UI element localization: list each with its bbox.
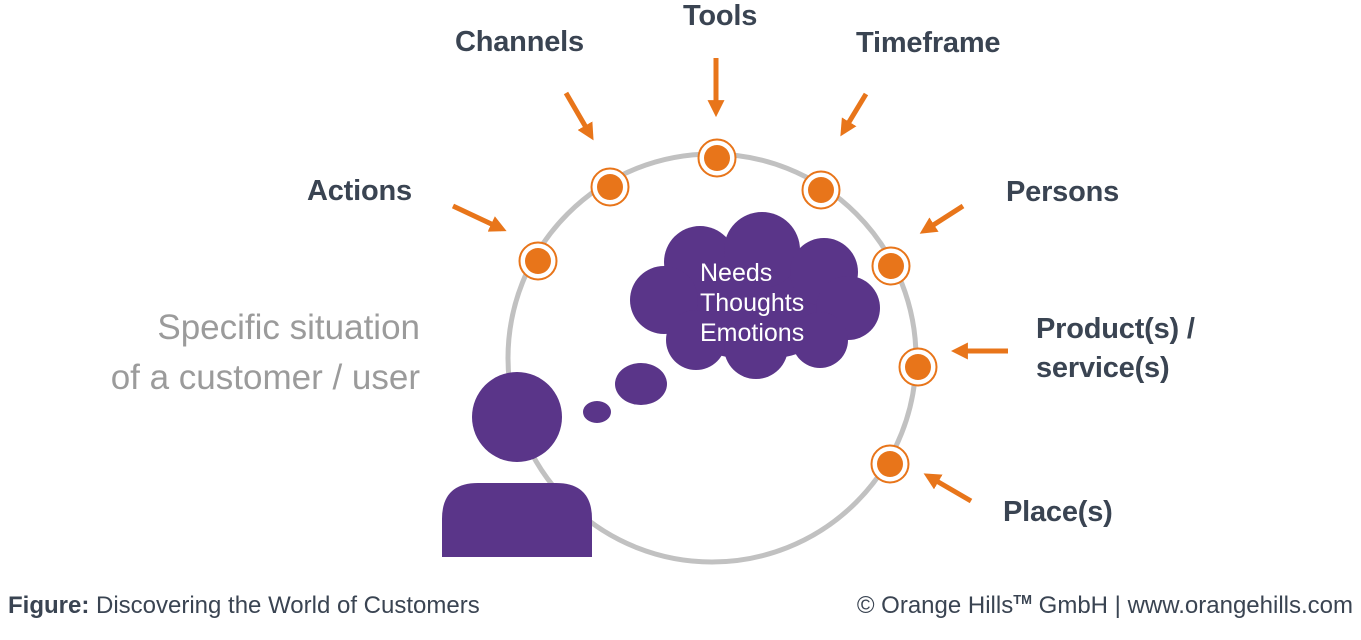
cloud-text-thoughts: Thoughts [700,289,805,317]
actions-label: Actions [307,175,412,207]
copyright-suffix: GmbH | www.orangehills.com [1032,592,1353,619]
situation-label: Specific situation of a customer / user [18,303,420,403]
cloud-text-emotions: Emotions [700,319,805,347]
timeframe-dot-icon [801,170,841,210]
channels-dot-icon [590,167,630,207]
arrows [451,58,1008,504]
products-dot-icon [898,347,938,387]
actions-arrow-icon [451,203,507,232]
places-dot-icon [870,444,910,484]
persons-label: Persons [1006,176,1120,208]
places-label: Place(s) [1003,496,1113,528]
thought-bubble-medium-icon [615,363,667,405]
person-icon [442,372,592,557]
situation-label-line1: Specific situation [157,308,420,347]
products-label: Product(s) / service(s) [1036,310,1195,388]
persons-dot-icon [871,246,911,286]
person-head-icon [472,372,562,462]
tools-label: Tools [683,0,758,32]
tools-dot-icon [697,138,737,178]
situation-label-line2: of a customer / user [110,358,420,397]
persons-arrow-icon [919,203,965,234]
figure-caption: Figure: Discovering the World of Custome… [8,592,480,620]
actions-dot-icon [518,241,558,281]
channels-label: Channels [455,26,584,58]
trademark-mark: TM [1013,592,1032,607]
person-body-icon [442,483,592,557]
thought-bubble-small-icon [583,401,611,423]
copyright-line: © Orange HillsTM GmbH | www.orangehills.… [857,592,1353,620]
thought-cloud-icon [583,212,880,423]
cloud-text-needs: Needs [700,259,773,287]
products-label-line2: service(s) [1036,352,1170,384]
channels-arrow-icon [563,91,594,141]
copyright-prefix: © Orange Hills [856,592,1014,619]
figure-caption-label: Figure: [8,592,90,619]
timeframe-label: Timeframe [856,27,1001,59]
touchpoint-dots [518,138,938,484]
cloud-text: Needs Thoughts Emotions [700,258,804,348]
places-arrow-icon [923,473,973,504]
figure-caption-text: Discovering the World of Customers [89,592,480,619]
products-label-line1: Product(s) / [1036,313,1195,345]
timeframe-arrow-icon [840,92,869,137]
